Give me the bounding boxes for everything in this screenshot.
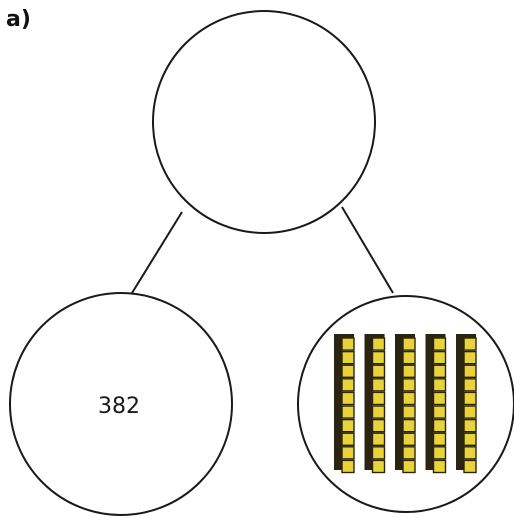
- ten-rod-side: [395, 334, 403, 470]
- ten-rod-side: [456, 334, 464, 470]
- ten-rod-cap: [395, 334, 415, 339]
- unit-cube: [341, 459, 355, 474]
- unit-cube: [402, 418, 416, 433]
- unit-cube: [371, 418, 386, 433]
- unit-cube: [341, 337, 355, 351]
- unit-cube: [432, 418, 447, 433]
- left-connector-line: [131, 211, 183, 294]
- ten-rod-side: [334, 334, 342, 470]
- unit-cube: [432, 350, 447, 365]
- unit-cube: [402, 364, 416, 379]
- unit-cube: [463, 350, 477, 365]
- ten-rod: [395, 334, 416, 474]
- unit-cube: [371, 350, 386, 365]
- ten-rod-cap: [425, 334, 446, 339]
- unit-cube: [402, 459, 416, 474]
- ten-rod-cap: [456, 334, 476, 339]
- unit-cube: [402, 405, 416, 419]
- ten-rod-side: [425, 334, 434, 470]
- unit-cube: [402, 350, 416, 365]
- unit-cube: [432, 405, 447, 419]
- ten-rod: [364, 334, 386, 474]
- unit-cube: [371, 391, 386, 406]
- unit-cube: [432, 391, 447, 406]
- unit-cube: [371, 378, 386, 392]
- unit-cube: [402, 432, 416, 447]
- unit-cube: [371, 459, 386, 474]
- unit-cube: [432, 337, 447, 351]
- unit-cube: [341, 432, 355, 447]
- unit-cube: [463, 378, 477, 392]
- ten-rod: [425, 334, 447, 474]
- unit-cube: [463, 459, 477, 474]
- unit-cube: [432, 378, 447, 392]
- unit-cube: [402, 446, 416, 460]
- whole-circle: [152, 10, 376, 234]
- unit-cube: [463, 418, 477, 433]
- unit-cube: [341, 350, 355, 365]
- ten-rod: [334, 334, 355, 474]
- unit-cube: [371, 446, 386, 460]
- left-part-value: 382: [98, 394, 140, 419]
- unit-cube: [341, 378, 355, 392]
- left-part-circle: [9, 292, 233, 516]
- unit-cube: [402, 378, 416, 392]
- unit-cube: [341, 418, 355, 433]
- unit-cube: [463, 405, 477, 419]
- ten-rod-cap: [364, 334, 385, 339]
- unit-cube: [371, 405, 386, 419]
- ten-rod: [456, 334, 477, 474]
- unit-cube: [341, 446, 355, 460]
- unit-cube: [402, 337, 416, 351]
- unit-cube: [463, 364, 477, 379]
- unit-cube: [341, 364, 355, 379]
- unit-cube: [371, 364, 386, 379]
- part-label: a): [6, 7, 31, 32]
- unit-cube: [432, 432, 447, 447]
- unit-cube: [371, 432, 386, 447]
- unit-cube: [402, 391, 416, 406]
- ten-rod-side: [364, 334, 373, 470]
- right-connector-line: [341, 206, 394, 294]
- unit-cube: [432, 459, 447, 474]
- unit-cube: [463, 391, 477, 406]
- unit-cube: [463, 446, 477, 460]
- unit-cube: [371, 337, 386, 351]
- ten-rod-cap: [334, 334, 354, 339]
- unit-cube: [432, 446, 447, 460]
- unit-cube: [463, 337, 477, 351]
- base-ten-blocks: [334, 334, 477, 474]
- unit-cube: [432, 364, 447, 379]
- unit-cube: [341, 391, 355, 406]
- unit-cube: [463, 432, 477, 447]
- unit-cube: [341, 405, 355, 419]
